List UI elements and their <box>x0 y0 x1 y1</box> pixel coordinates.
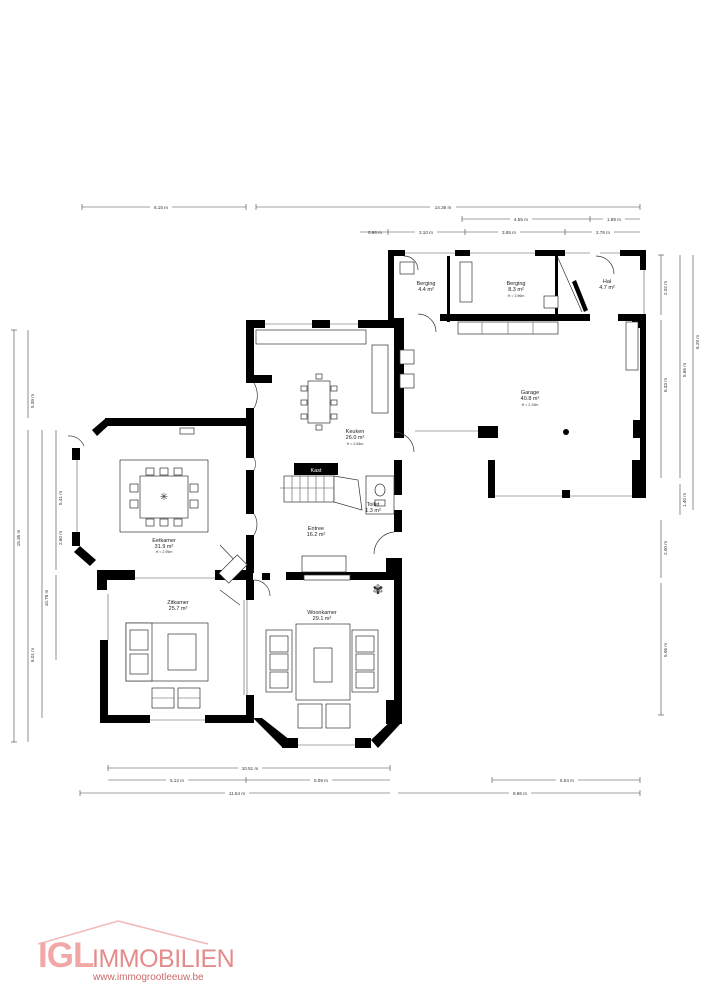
dimension-labels: 6.15 m 14.36 m 4.55 m 1.89 m 0.96 m 2.10… <box>16 203 700 796</box>
room-area-berging-2: 8.3 m² <box>508 287 524 293</box>
logo-website: www.immogrootleeuw.be <box>93 972 204 983</box>
room-area-woonkamer: 29.1 m² <box>313 616 332 622</box>
room-name-kast: Kast <box>310 468 321 474</box>
room-name-berging-2: Berging <box>507 281 526 287</box>
dim-right-202: 2.02 m <box>663 281 668 295</box>
room-name-woonkamer: Woonkamer <box>307 610 337 616</box>
room-height-berging-2: H = 3.96m <box>508 294 525 298</box>
room-name-toilet: Toilet <box>367 502 380 508</box>
dim-top-278: 2.78 m <box>596 230 610 235</box>
furniture: ✳ ✾ <box>119 261 639 729</box>
dim-top-189: 1.89 m <box>607 217 621 222</box>
dim-top-left: 6.15 m <box>154 205 168 210</box>
tv-unit <box>301 555 347 573</box>
dim-bottom-1051: 10.51 m <box>242 766 259 771</box>
room-area-entree: 16.2 m² <box>307 532 326 538</box>
dim-right-506: 5.06 m <box>663 643 668 657</box>
room-name-entree: Entree <box>308 526 324 532</box>
doors <box>67 255 615 606</box>
room-name-garage: Garage <box>521 390 539 396</box>
dim-right-200: 2.00 m <box>663 541 668 555</box>
dim-right-565: 5.65 m <box>682 363 687 377</box>
dim-left-601: 6.01 m <box>30 648 35 662</box>
room-height-garage: H = 2.19m <box>522 403 539 407</box>
logo-brand-prefix: IGL <box>38 936 94 975</box>
dim-left-260: 2.60 m <box>58 531 63 545</box>
room-height-eetkamer: H = 2.95m <box>156 550 173 554</box>
roof-icon <box>38 920 209 945</box>
dim-left-539: 5.39 m <box>30 394 35 408</box>
dim-top-096: 0.96 m <box>368 230 382 235</box>
plant-icon: ✾ <box>373 582 384 597</box>
chandelier-icon: ✳ <box>160 492 168 503</box>
dim-right-140: 1.40 m <box>682 493 687 507</box>
room-name-eetkamer: Eetkamer <box>152 538 176 544</box>
room-area-hal: 4.7 m² <box>599 285 615 291</box>
dim-right-629: 6.29 m <box>695 335 700 349</box>
room-name-zitkamer: Zitkamer <box>167 600 189 606</box>
room-area-eetkamer: 31.9 m² <box>155 544 174 550</box>
dim-top-total: 14.36 m <box>435 205 452 210</box>
logo-brand-suffix: IMMOBILIEN <box>92 945 235 973</box>
room-area-zitkamer: 25.7 m² <box>169 606 188 612</box>
room-area-keuken: 26.0 m² <box>346 435 365 441</box>
room-labels: Berging 4.4 m² Berging 8.3 m² H = 3.96m … <box>152 279 615 622</box>
dim-top-455: 4.55 m <box>514 217 528 222</box>
room-name-hal: Hal <box>603 279 611 285</box>
dim-bottom-896: 8.96 m <box>513 791 527 796</box>
dining-table <box>139 475 189 519</box>
room-area-berging-1: 4.4 m² <box>418 287 434 293</box>
dim-left-1535: 15.35 m <box>16 530 21 547</box>
dim-top-365: 3.65 m <box>502 230 516 235</box>
kitchen-table <box>307 380 331 424</box>
room-area-toilet: 1.3 m² <box>365 508 381 514</box>
room-name-keuken: Keuken <box>346 429 365 435</box>
room-area-garage: 40.8 m² <box>521 396 540 402</box>
company-logo: IGL IMMOBILIEN www.immogrootleeuw.be <box>38 918 235 988</box>
room-name-berging-1: Berging <box>417 281 436 287</box>
staircase <box>283 475 335 503</box>
room-height-keuken: H = 2.64m <box>347 442 364 446</box>
dim-bottom-509: 5.09 m <box>314 778 328 783</box>
dim-top-210: 2.10 m <box>419 230 433 235</box>
walls <box>72 250 646 748</box>
dim-left-1078: 10.78 m <box>44 590 49 607</box>
dim-right-633: 6.33 m <box>663 378 668 392</box>
dim-left-541: 5.41 m <box>58 491 63 505</box>
dim-bottom-554: 5.54 m <box>560 778 574 783</box>
dim-bottom-1154: 11.54 m <box>229 791 245 796</box>
dim-bottom-512: 5.12 m <box>170 778 184 783</box>
